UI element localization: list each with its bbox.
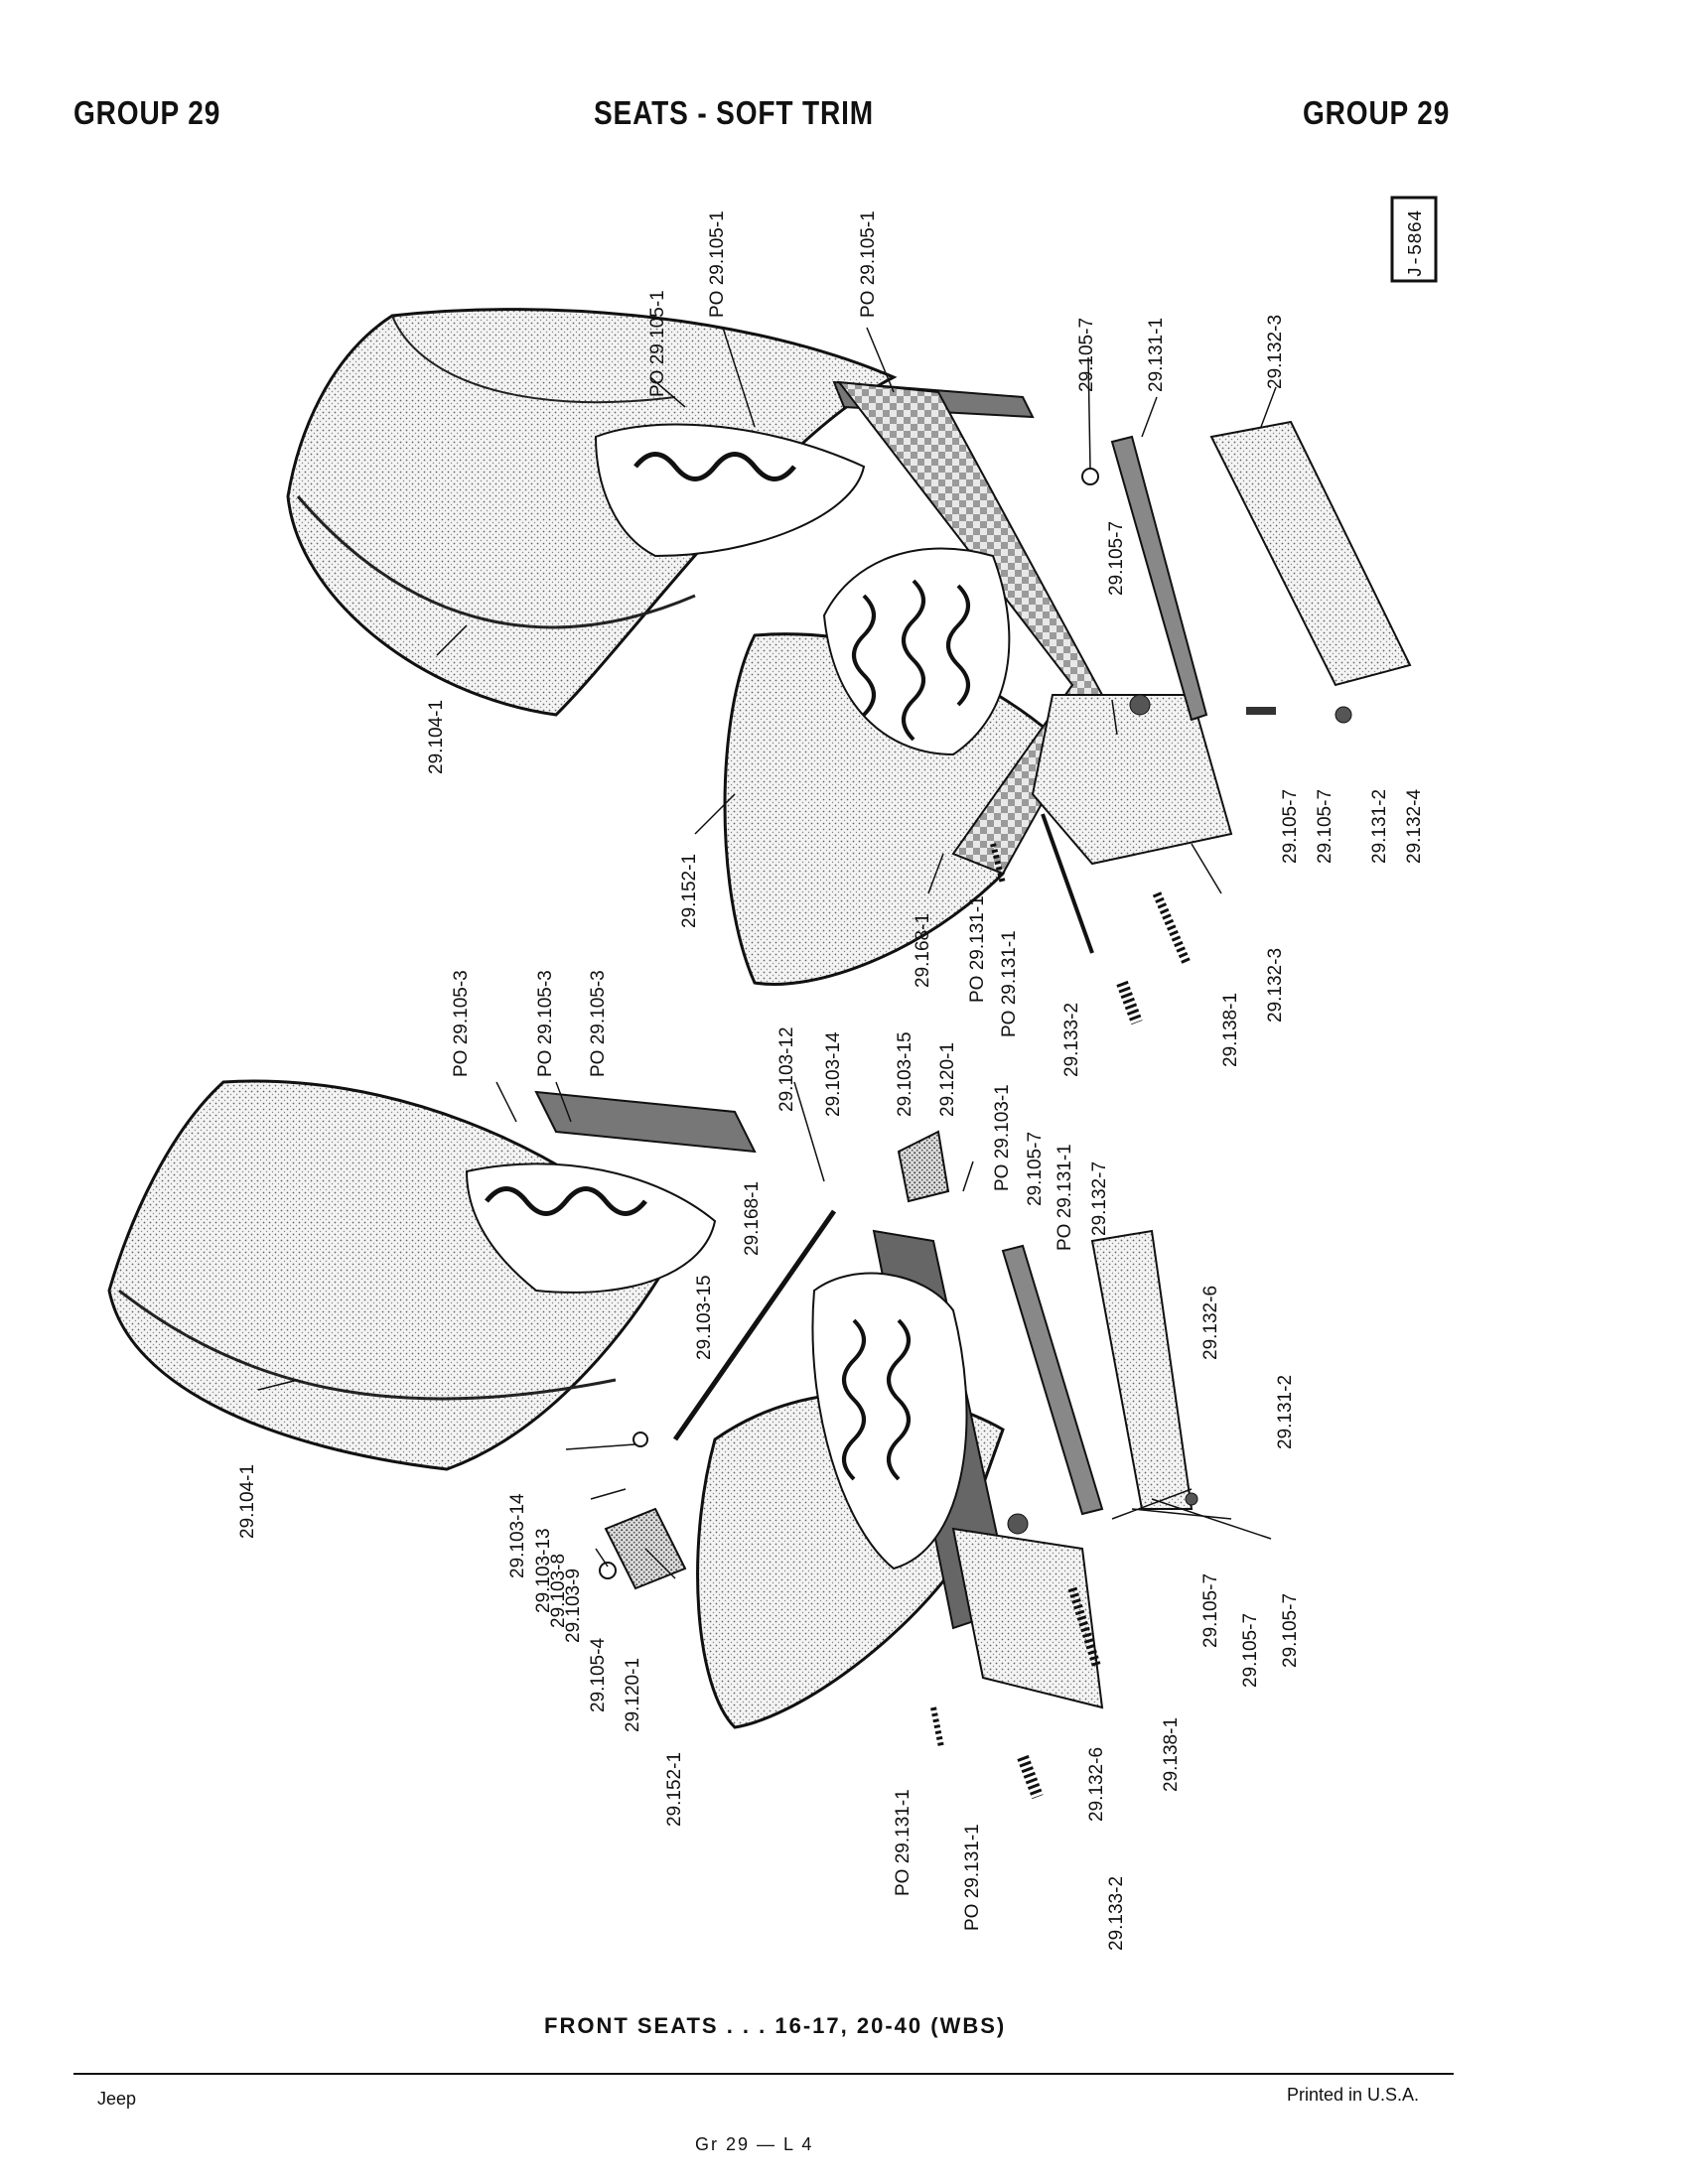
figure-caption: FRONT SEATS . . . 16-17, 20-40 (WBS) xyxy=(544,2013,1007,2038)
callout-po-29-131-1-lower-b: PO 29.131-1 xyxy=(962,1824,983,1931)
footer-printed: Printed in U.S.A. xyxy=(1287,2085,1420,2105)
callout-29-105-7-lower-a: 29.105-7 xyxy=(1025,1132,1046,1206)
lower-trim-panel xyxy=(1090,1229,1194,1510)
callout-29-105-7-b: 29.105-7 xyxy=(1106,521,1127,596)
callout-29-168-1-lower: 29.168-1 xyxy=(742,1181,763,1256)
callout-29-168-1-upper: 29.168-1 xyxy=(913,913,933,988)
callout-29-152-1-lower: 29.152-1 xyxy=(664,1752,685,1827)
page-number: Gr 29 — L 4 xyxy=(695,2134,814,2154)
lower-back-spring-cutaway xyxy=(465,1162,717,1294)
callout-29-131-1: 29.131-1 xyxy=(1146,318,1167,392)
callout-29-132-6-a: 29.132-6 xyxy=(1200,1286,1221,1360)
callout-29-103-13: 29.103-13 xyxy=(533,1528,554,1613)
callout-29-133-2-lower: 29.133-2 xyxy=(1106,1876,1127,1951)
callout-29-103-9: 29.103-9 xyxy=(563,1569,584,1643)
callout-29-138-1-upper: 29.138-1 xyxy=(1220,993,1241,1067)
lower-seat-assembly xyxy=(107,1079,1198,1800)
callout-29-103-14-a: 29.103-14 xyxy=(823,1031,844,1117)
group-header-right: GROUP 29 xyxy=(1303,94,1451,131)
callout-po-29-105-1-c: PO 29.105-1 xyxy=(858,210,879,318)
plate-number-box: J-5864 xyxy=(1390,196,1438,283)
upper-adjuster-track xyxy=(1110,435,1208,722)
callout-29-131-2-upper: 29.131-2 xyxy=(1369,789,1390,864)
callout-po-29-105-1-a: PO 29.105-1 xyxy=(647,290,668,397)
footer-brand: Jeep xyxy=(97,2089,137,2109)
callout-29-103-12: 29.103-12 xyxy=(776,1026,797,1112)
callout-29-120-1-b: 29.120-1 xyxy=(623,1658,643,1732)
callout-29-120-1-a: 29.120-1 xyxy=(937,1042,958,1117)
upper-back-spring-cutaway xyxy=(594,423,866,558)
callout-po-29-131-1-lower-a: PO 29.131-1 xyxy=(893,1789,914,1896)
upper-seat-assembly xyxy=(286,308,1412,1025)
callout-29-103-15-a: 29.103-15 xyxy=(895,1031,915,1117)
callout-po-29-105-3-a: PO 29.105-3 xyxy=(451,970,472,1077)
callout-po-29-131-1-b: PO 29.131-1 xyxy=(999,930,1020,1037)
upper-seat-back-cushion xyxy=(286,308,898,717)
callout-29-103-14-b: 29.103-14 xyxy=(507,1493,528,1578)
callout-po-29-131-1-a: PO 29.131-1 xyxy=(967,895,988,1003)
callout-29-105-7-a: 29.105-7 xyxy=(1076,318,1097,392)
page-title: SEATS - SOFT TRIM xyxy=(594,94,874,131)
callout-29-103-15-b: 29.103-15 xyxy=(694,1275,715,1360)
callout-29-132-3-a: 29.132-3 xyxy=(1265,315,1286,389)
callout-po-29-131-1-lower: PO 29.131-1 xyxy=(1055,1144,1075,1251)
callout-po-29-103-1: PO 29.103-1 xyxy=(992,1084,1013,1191)
callout-29-138-1-lower: 29.138-1 xyxy=(1161,1717,1182,1792)
callout-29-131-2-lower: 29.131-2 xyxy=(1275,1375,1296,1449)
callout-29-132-4: 29.132-4 xyxy=(1404,789,1425,864)
lower-assembly-callouts: PO 29.105-3 PO 29.105-3 PO 29.105-3 29.1… xyxy=(237,970,1301,1951)
callout-29-105-7-lower-c: 29.105-7 xyxy=(1240,1613,1261,1688)
callout-29-103-8: 29.103-8 xyxy=(548,1554,569,1628)
callout-29-105-7-c: 29.105-7 xyxy=(1280,789,1301,864)
plate-number: J-5864 xyxy=(1405,210,1427,278)
callout-29-133-2-upper: 29.133-2 xyxy=(1061,1003,1082,1077)
lower-cushion-springs xyxy=(811,1272,968,1570)
callout-29-104-1-lower: 29.104-1 xyxy=(237,1464,258,1539)
callout-29-105-7-lower-b: 29.105-7 xyxy=(1200,1573,1221,1648)
group-header-left: GROUP 29 xyxy=(73,94,221,131)
callout-po-29-105-1-b: PO 29.105-1 xyxy=(707,210,728,318)
callout-29-105-4: 29.105-4 xyxy=(588,1638,609,1712)
callout-29-105-7-d: 29.105-7 xyxy=(1315,789,1336,864)
callout-29-132-3-b: 29.132-3 xyxy=(1265,948,1286,1023)
lower-back-frame xyxy=(534,1090,757,1154)
callout-29-105-7-lower-d: 29.105-7 xyxy=(1280,1593,1301,1668)
upper-seat-bracket xyxy=(1031,694,1233,866)
footer-rule xyxy=(73,2073,1454,2075)
upper-assembly-callouts: PO 29.105-1 PO 29.105-1 PO 29.105-1 29.1… xyxy=(426,210,1425,1077)
lower-adjuster-track xyxy=(1001,1244,1104,1516)
upper-trim-panel xyxy=(1209,420,1412,687)
callout-29-104-1-upper: 29.104-1 xyxy=(426,700,447,774)
callout-po-29-105-3-c: PO 29.105-3 xyxy=(588,970,609,1077)
callout-29-152-1-upper: 29.152-1 xyxy=(679,854,700,928)
leader-lines xyxy=(257,327,1277,1579)
lower-seat-bracket xyxy=(951,1527,1104,1709)
callout-29-132-6-b: 29.132-6 xyxy=(1086,1747,1107,1822)
callout-po-29-105-3-b: PO 29.105-3 xyxy=(535,970,556,1077)
bracket-hinge-upper xyxy=(897,1130,950,1203)
callout-29-132-7: 29.132-7 xyxy=(1089,1161,1110,1236)
